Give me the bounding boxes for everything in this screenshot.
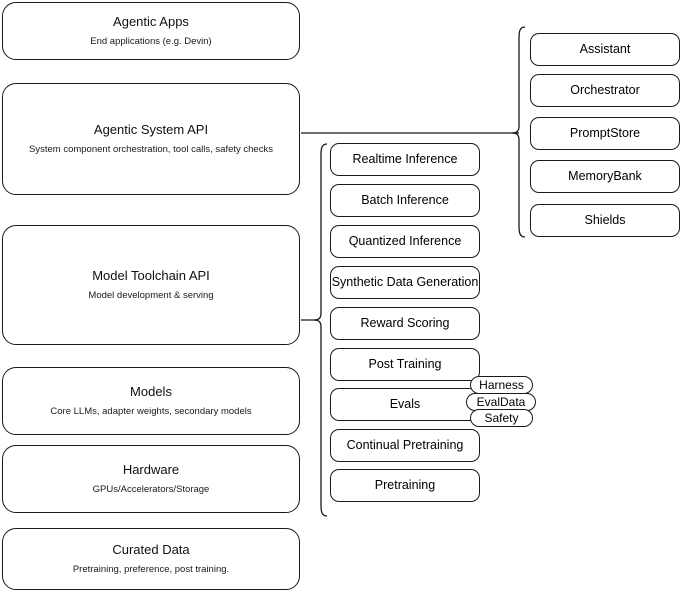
capability-label: Continual Pretraining bbox=[346, 437, 464, 452]
agentic-component-memorybank[interactable]: MemoryBank bbox=[530, 160, 680, 193]
capability-batch-inference[interactable]: Batch Inference bbox=[330, 184, 480, 217]
agentic-component-label: PromptStore bbox=[569, 125, 641, 140]
capability-label: Quantized Inference bbox=[348, 233, 462, 248]
stack-layer-subtitle: Pretraining, preference, post training. bbox=[72, 563, 230, 575]
capability-realtime-inference[interactable]: Realtime Inference bbox=[330, 143, 480, 176]
agentic-component-orchestrator[interactable]: Orchestrator bbox=[530, 74, 680, 107]
capability-synthetic-data-generation[interactable]: Synthetic Data Generation bbox=[330, 266, 480, 299]
capability-continual-pretraining[interactable]: Continual Pretraining bbox=[330, 429, 480, 462]
eval-subcomponent-label: Safety bbox=[484, 411, 519, 425]
capability-quantized-inference[interactable]: Quantized Inference bbox=[330, 225, 480, 258]
agentic-component-label: Assistant bbox=[579, 41, 631, 56]
agentic-component-label: Shields bbox=[584, 212, 626, 227]
stack-layer-models[interactable]: Models Core LLMs, adapter weights, secon… bbox=[2, 367, 300, 435]
eval-subcomponent-label: EvalData bbox=[476, 395, 526, 409]
capability-label: Pretraining bbox=[374, 477, 436, 492]
agentic-component-label: MemoryBank bbox=[568, 168, 642, 183]
capability-evals[interactable]: Evals bbox=[330, 388, 480, 421]
stack-layer-subtitle: GPUs/Accelerators/Storage bbox=[92, 483, 210, 495]
agentic-component-promptstore[interactable]: PromptStore bbox=[530, 117, 680, 150]
eval-subcomponent-label: Harness bbox=[479, 378, 524, 392]
stack-layer-curated-data[interactable]: Curated Data Pretraining, preference, po… bbox=[2, 528, 300, 590]
stack-layer-hardware[interactable]: Hardware GPUs/Accelerators/Storage bbox=[2, 445, 300, 513]
stack-layer-title: Agentic Apps bbox=[113, 14, 189, 30]
eval-subcomponent-safety[interactable]: Safety bbox=[470, 409, 533, 427]
agentic-component-shields[interactable]: Shields bbox=[530, 204, 680, 237]
agentic-component-label: Orchestrator bbox=[570, 82, 640, 97]
stack-layer-subtitle: Model development & serving bbox=[88, 289, 214, 301]
eval-subcomponent-harness[interactable]: Harness bbox=[470, 376, 533, 394]
capability-pretraining[interactable]: Pretraining bbox=[330, 469, 480, 502]
stack-layer-title: Model Toolchain API bbox=[92, 268, 210, 284]
capability-post-training[interactable]: Post Training bbox=[330, 348, 480, 381]
capability-label: Batch Inference bbox=[361, 192, 449, 207]
capability-label: Synthetic Data Generation bbox=[331, 274, 479, 289]
stack-layer-model-toolchain-api[interactable]: Model Toolchain API Model development & … bbox=[2, 225, 300, 345]
capability-label: Realtime Inference bbox=[352, 151, 458, 166]
capability-label: Reward Scoring bbox=[360, 315, 450, 330]
stack-layer-subtitle: End applications (e.g. Devin) bbox=[90, 35, 212, 47]
capability-reward-scoring[interactable]: Reward Scoring bbox=[330, 307, 480, 340]
stack-layer-agentic-system-api[interactable]: Agentic System API System component orch… bbox=[2, 83, 300, 195]
stack-layer-title: Hardware bbox=[122, 462, 180, 478]
capability-label: Post Training bbox=[368, 356, 442, 371]
stack-layer-subtitle: System component orchestration, tool cal… bbox=[29, 143, 273, 155]
stack-layer-title: Curated Data bbox=[112, 542, 190, 558]
stack-layer-title: Models bbox=[130, 384, 172, 400]
capability-label: Evals bbox=[389, 396, 421, 411]
stack-layer-title: Agentic System API bbox=[93, 122, 209, 138]
stack-layer-subtitle: Core LLMs, adapter weights, secondary mo… bbox=[50, 405, 252, 417]
agentic-component-assistant[interactable]: Assistant bbox=[530, 33, 680, 66]
stack-layer-agentic-apps[interactable]: Agentic Apps End applications (e.g. Devi… bbox=[2, 2, 300, 60]
